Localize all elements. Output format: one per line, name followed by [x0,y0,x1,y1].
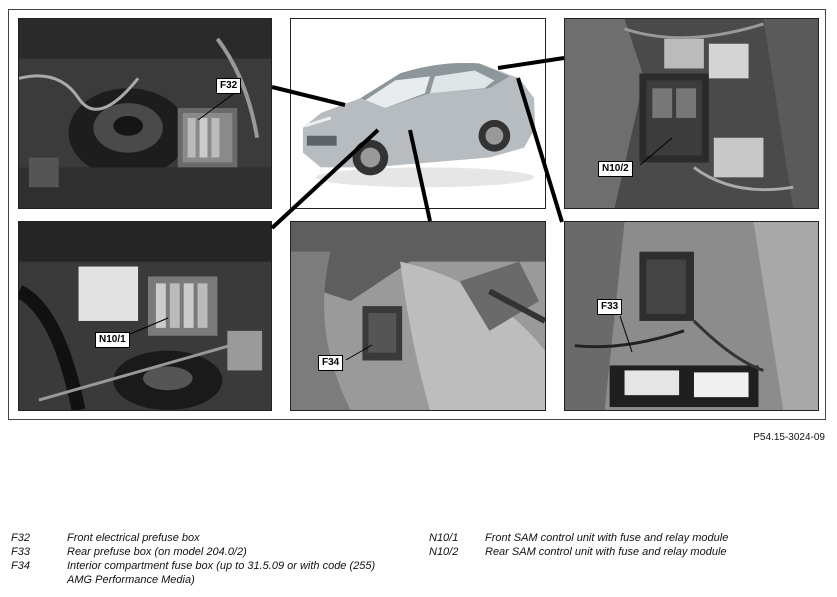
callout-f33: F33 [597,299,623,315]
legend-code: N10/1 [429,532,459,544]
figure-id: P54.15-3024-09 [753,432,825,443]
callout-f32: F32 [216,78,242,94]
callout-n10-2: N10/2 [598,161,633,177]
legend-left: F32 Front electrical prefuse box F33 Rea… [11,531,401,587]
legend-description: Front SAM control unit with fuse and rel… [485,532,729,544]
legend-item-n10-1: N10/1 Front SAM control unit with fuse a… [429,531,829,545]
legend-code: N10/2 [429,546,459,558]
legend-code: F34 [11,560,30,572]
photo-engine-bay-front-prefuse [18,18,272,209]
callout-f34: F34 [318,355,344,371]
legend-item-n10-2: N10/2 Rear SAM control unit with fuse an… [429,545,829,559]
photo-rear-sam-unit [564,18,819,209]
photo-rear-prefuse-battery [564,221,819,411]
photo-vehicle-overview [290,18,546,209]
legend-item-f34: F34 Interior compartment fuse box (up to… [11,559,401,587]
legend-description: Rear prefuse box (on model 204.0/2) [67,546,247,558]
legend-right: N10/1 Front SAM control unit with fuse a… [429,531,829,559]
photo-front-sam-unit [18,221,272,411]
legend-description: Rear SAM control unit with fuse and rela… [485,546,727,558]
legend-item-f32: F32 Front electrical prefuse box [11,531,401,545]
callout-n10-1: N10/1 [95,332,130,348]
legend-description: Interior compartment fuse box (up to 31.… [67,560,376,586]
legend-code: F33 [11,546,30,558]
photo-interior-fuse-box [290,221,546,411]
legend-item-f33: F33 Rear prefuse box (on model 204.0/2) [11,545,401,559]
legend-code: F32 [11,532,30,544]
legend-description: Front electrical prefuse box [67,532,200,544]
